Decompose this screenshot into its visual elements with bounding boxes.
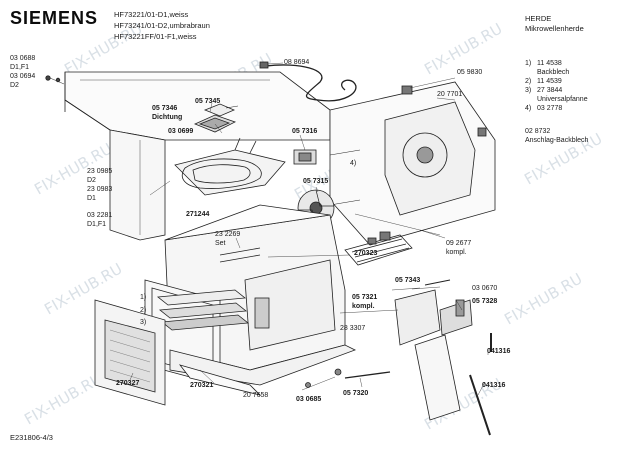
part-label: kompl. <box>352 303 375 310</box>
parts-list-part: 27 3844 <box>537 87 563 94</box>
part-label: 23 0983 <box>87 186 113 193</box>
part-label: D2 <box>87 177 96 184</box>
part-label: 20 7701 <box>437 91 463 98</box>
drawing-code: E231806-4/3 <box>10 433 53 442</box>
grill-heater <box>174 137 286 196</box>
part-label: 23 2269 <box>215 231 241 238</box>
part-label: 05 7320 <box>343 390 369 397</box>
category-label: HERDE <box>525 14 552 23</box>
part-label: 270327 <box>116 380 140 387</box>
part-label: 03 0699 <box>168 128 194 135</box>
model-line: HF73221/01-D1,weiss <box>114 10 189 19</box>
parts-list-desc: Universalpfanne <box>537 96 588 103</box>
part-label: 08 8694 <box>284 59 310 66</box>
part-label: 041316 <box>482 382 506 389</box>
parts-list-desc: Backblech <box>537 69 570 76</box>
part-label: Dichtung <box>152 114 183 121</box>
model-line: HF73241/01-D2,umbrabraun <box>114 21 210 30</box>
part-label: D1,F1 <box>87 221 107 228</box>
part-label: D1 <box>87 195 96 202</box>
side-note-part: 02 8732 <box>525 128 551 135</box>
part-label: 05 7328 <box>472 298 498 305</box>
part-label: 05 9830 <box>457 69 483 76</box>
part-label: 09 2677 <box>446 240 472 247</box>
part-label: 20 7658 <box>243 392 269 399</box>
part-label: 271244 <box>186 211 210 218</box>
part-label: 03 0688 <box>10 55 36 62</box>
part-label: kompl. <box>446 249 467 256</box>
parts-list-no: 2) <box>525 78 532 85</box>
part-label: 041316 <box>487 348 511 355</box>
bottom-plate <box>169 344 357 396</box>
door-hinge <box>394 279 473 346</box>
part-label: D2 <box>10 82 19 89</box>
part-label: 270321 <box>190 382 214 389</box>
parts-list-part: 11 4538 <box>537 60 562 67</box>
part-label: 23 0985 <box>87 168 113 175</box>
parts-list-no: 1) <box>525 60 532 67</box>
parts-list-no: 3) <box>525 87 532 94</box>
outer-housing <box>64 71 331 241</box>
part-label: 03 0670 <box>472 285 498 292</box>
part-label: 05 7346 <box>152 105 178 112</box>
side-note-desc: Anschlag-Backblech <box>525 137 589 144</box>
part-label: 05 7315 <box>303 178 329 185</box>
part-label: 2) <box>140 307 147 314</box>
part-label: 03 0685 <box>296 396 322 403</box>
part-label: 03 0694 <box>10 73 36 80</box>
model-line: HF73221FF/01-F1,weiss <box>114 32 197 41</box>
parts-list-part: 11 4539 <box>537 78 562 85</box>
part-label: Set <box>215 240 226 247</box>
outer-door <box>94 299 166 406</box>
parts-list-part: 03 2778 <box>537 105 563 112</box>
part-label: 03 2281 <box>87 212 113 219</box>
part-label: 05 7345 <box>195 98 221 105</box>
part-label: 270323 <box>354 250 378 257</box>
part-label: D1,F1 <box>10 64 30 71</box>
part-label: 1) <box>140 294 147 301</box>
part-label: 05 7321 <box>352 294 378 301</box>
part-label: 05 7343 <box>395 277 421 284</box>
siemens-logo: SIEMENS <box>10 8 99 28</box>
back-panel <box>329 81 496 246</box>
subcategory-label: Mikrowellenherde <box>525 24 584 33</box>
part-label: 05 7316 <box>292 128 318 135</box>
part-label: 4) <box>350 160 357 167</box>
parts-list-no: 4) <box>525 105 532 112</box>
part-label: 28 3307 <box>340 325 366 332</box>
part-label: 3) <box>140 319 147 326</box>
